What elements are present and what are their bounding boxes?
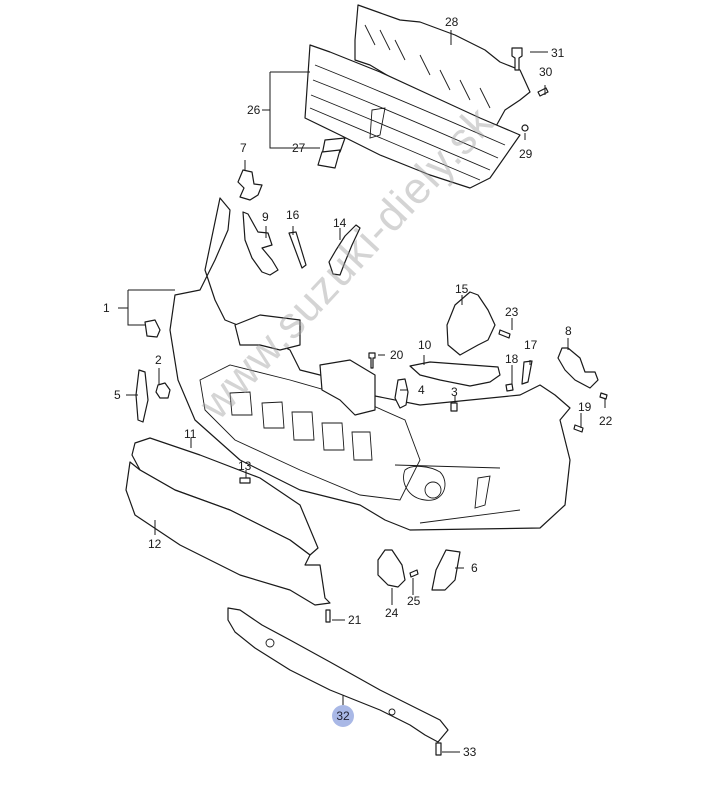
part-20-bolt[interactable] xyxy=(368,352,376,369)
part-10-bracket[interactable] xyxy=(409,361,501,387)
callout-21[interactable]: 21 xyxy=(348,613,362,627)
callout-16[interactable]: 16 xyxy=(286,208,300,222)
part-13-emblem[interactable] xyxy=(239,477,251,484)
callout-10[interactable]: 10 xyxy=(418,338,432,352)
part-7-bracket[interactable] xyxy=(237,169,263,201)
part-29-clip[interactable] xyxy=(521,124,529,132)
callout-11[interactable]: 11 xyxy=(184,427,197,441)
callout-7[interactable]: 7 xyxy=(240,141,247,155)
callout-30[interactable]: 30 xyxy=(539,65,553,79)
part-1-bumper-cover[interactable] xyxy=(169,197,571,531)
part-3-clip[interactable] xyxy=(450,402,458,412)
part-27-emblem[interactable] xyxy=(317,137,346,169)
part-2-cap[interactable] xyxy=(155,382,171,399)
callout-28[interactable]: 28 xyxy=(445,15,459,29)
callout-29[interactable]: 29 xyxy=(519,147,533,161)
callout-15[interactable]: 15 xyxy=(455,282,469,296)
part-9-bracket[interactable] xyxy=(242,211,279,276)
part-24-fog-lamp[interactable] xyxy=(377,549,406,588)
callout-13[interactable]: 13 xyxy=(238,459,252,473)
part-22-screw[interactable] xyxy=(599,392,608,400)
part-15-bracket[interactable] xyxy=(446,291,496,356)
part-19-screw[interactable] xyxy=(573,424,584,433)
part-25-screw[interactable] xyxy=(409,569,419,578)
callout-23[interactable]: 23 xyxy=(505,305,519,319)
callout-17[interactable]: 17 xyxy=(524,338,538,352)
callout-8[interactable]: 8 xyxy=(565,324,572,338)
callout-25[interactable]: 25 xyxy=(407,594,421,608)
callout-5[interactable]: 5 xyxy=(114,388,121,402)
callout-18[interactable]: 18 xyxy=(505,352,519,366)
part-18-bolt[interactable] xyxy=(505,383,514,392)
callout-31[interactable]: 31 xyxy=(551,46,565,60)
callout-20[interactable]: 20 xyxy=(390,348,404,362)
part-31-clip[interactable] xyxy=(511,47,523,71)
part-21-screw[interactable] xyxy=(325,609,331,623)
callout-9[interactable]: 9 xyxy=(262,210,269,224)
leader-lines xyxy=(118,30,606,753)
callout-33[interactable]: 33 xyxy=(463,745,477,759)
callout-19[interactable]: 19 xyxy=(578,400,592,414)
part-23-screw[interactable] xyxy=(498,329,511,339)
callout-14[interactable]: 14 xyxy=(333,216,347,230)
part-6-fog-cover[interactable] xyxy=(431,549,461,591)
part-26-grille[interactable] xyxy=(304,44,521,189)
callout-6[interactable]: 6 xyxy=(471,561,478,575)
bumper-inner-support-2 xyxy=(319,359,376,416)
part-17-bracket[interactable] xyxy=(521,360,533,385)
callout-3[interactable]: 3 xyxy=(451,385,458,399)
part-12-lower-lip[interactable] xyxy=(125,461,331,606)
callout-2[interactable]: 2 xyxy=(155,353,162,367)
callout-22[interactable]: 22 xyxy=(599,414,613,428)
part-4-clip[interactable] xyxy=(394,378,409,409)
callout-1[interactable]: 1 xyxy=(103,301,110,315)
callout-24[interactable]: 24 xyxy=(385,606,399,620)
callout-26[interactable]: 26 xyxy=(247,103,261,117)
part-32-reinforcement[interactable] xyxy=(227,607,449,743)
part-33-bolt[interactable] xyxy=(435,742,442,756)
callout-27[interactable]: 27 xyxy=(292,141,306,155)
callout-4[interactable]: 4 xyxy=(418,383,425,397)
part-14-bracket[interactable] xyxy=(328,224,361,276)
part-16-strip[interactable] xyxy=(288,231,307,269)
part-30-screw[interactable] xyxy=(537,87,549,97)
callout-32-highlighted[interactable]: 32 xyxy=(332,705,354,727)
part-1-cap[interactable] xyxy=(144,319,161,338)
part-5-side-grille[interactable] xyxy=(135,369,149,423)
bumper-inner-support xyxy=(234,314,301,351)
callout-12[interactable]: 12 xyxy=(148,537,162,551)
part-8-bracket[interactable] xyxy=(557,347,599,389)
